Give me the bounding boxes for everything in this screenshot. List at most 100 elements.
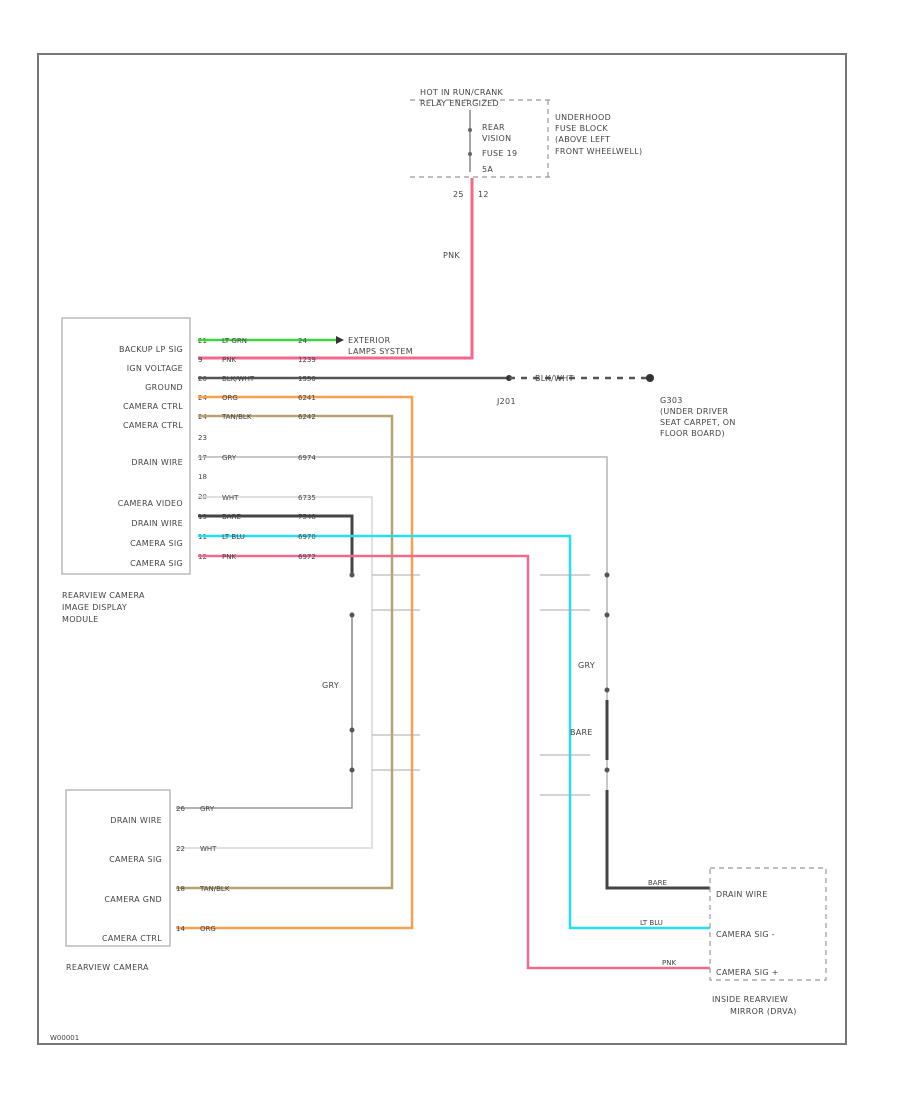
shield-label-gry2: GRY xyxy=(578,661,595,670)
shield-markings xyxy=(349,572,610,796)
shield-dot-7 xyxy=(604,687,610,693)
ground-splice-label: J201 xyxy=(496,397,516,406)
mirror-name-1: INSIDE REARVIEW xyxy=(712,995,788,1004)
module-name-2: IMAGE DISPLAY xyxy=(62,603,127,612)
module-wire-color-11: LT BLU xyxy=(222,533,245,541)
module-wire-circuit-4: 6241 xyxy=(298,394,316,402)
fuse-terminal-top xyxy=(468,128,472,132)
inside-rearview-mirror: INSIDE REARVIEW MIRROR (DRVA) DRAIN WIRE… xyxy=(640,867,827,1016)
shield-dot-3 xyxy=(349,727,355,733)
module-wire-color-7: GRY xyxy=(222,454,237,462)
shield-label-bare: BARE xyxy=(570,728,593,737)
module-pin-num-2: 9 xyxy=(198,356,202,364)
module-box xyxy=(61,317,191,575)
wire-mirror-drain xyxy=(605,790,710,890)
ground-location-2: SEAT CARPET, ON xyxy=(660,418,736,427)
camera-pin-label-4: CAMERA CTRL xyxy=(102,934,162,943)
fuse-terminal-bottom xyxy=(468,152,472,156)
mirror-pin-label-2: CAMERA SIG - xyxy=(716,930,775,939)
power-wire-color: PNK xyxy=(443,251,460,260)
mirror-box xyxy=(709,867,827,981)
module-wire-color-12: PNK xyxy=(222,553,236,561)
camera-wire-color-4: ORG xyxy=(200,925,216,933)
fuse-label-2: VISION xyxy=(482,134,511,143)
wire-drain-bare xyxy=(198,514,354,575)
module-wire-circuit-2: 1239 xyxy=(298,356,316,364)
module-wire-labels: LT GRN 24 PNK 1239 BLK/WHT 1550 ORG 6241… xyxy=(221,337,316,561)
underhood-fuse-block: HOT IN RUN/CRANK RELAY ENERGIZED REAR VI… xyxy=(410,88,642,199)
module-pin-num-8: 18 xyxy=(198,473,207,481)
module-pin-label-12: CAMERA SIG xyxy=(130,559,183,568)
image-display-module: REARVIEW CAMERA IMAGE DISPLAY MODULE BAC… xyxy=(61,317,191,624)
diagram-code: W00001 xyxy=(50,1034,79,1042)
module-pin-label-10: DRAIN WIRE xyxy=(131,519,183,528)
mirror-wire-color-2: LT BLU xyxy=(640,919,663,927)
wire-camera-sig-minus xyxy=(198,534,710,930)
rearview-camera: REARVIEW CAMERA DRAIN WIRE CAMERA SIG CA… xyxy=(65,789,230,972)
fuse-label-4: 5A xyxy=(482,165,493,174)
fuse-label-1: REAR xyxy=(482,123,505,132)
module-wire-color-9: WHT xyxy=(222,494,239,502)
camera-pin-num-4: 14 xyxy=(176,925,185,933)
camera-pin-label-3: CAMERA GND xyxy=(104,895,162,904)
wire-camera-sig-plus xyxy=(198,554,710,970)
shield-dot-4 xyxy=(349,767,355,773)
wire-camera-video xyxy=(176,496,373,849)
mirror-pin-label-1: DRAIN WIRE xyxy=(716,890,768,899)
shield-dot-8 xyxy=(604,767,610,773)
camera-pin-num-1: 26 xyxy=(176,805,185,813)
module-wire-circuit-9: 6735 xyxy=(298,494,316,502)
camera-pin-num-2: 22 xyxy=(176,845,185,853)
module-wire-circuit-10: 7548 xyxy=(298,513,316,521)
ground-wire-color: BLK/WHT xyxy=(535,374,574,383)
exterior-label-1: EXTERIOR xyxy=(348,336,391,345)
ground-point-icon xyxy=(646,374,654,382)
ground-location-3: FLOOR BOARD) xyxy=(660,429,725,438)
module-wire-circuit-5: 6242 xyxy=(298,413,316,421)
module-pin-num-7: 17 xyxy=(198,454,207,462)
camera-name: REARVIEW CAMERA xyxy=(66,963,149,972)
module-pin-num-6: 23 xyxy=(198,434,207,442)
wire-camera-ctrl xyxy=(176,395,414,930)
module-pin-label-4: CAMERA CTRL xyxy=(123,402,183,411)
wire-ign-voltage xyxy=(198,178,474,360)
mirror-wire-color-1: BARE xyxy=(648,879,667,887)
module-pin-label-2: IGN VOLTAGE xyxy=(127,364,183,373)
module-pin-label-11: CAMERA SIG xyxy=(130,539,183,548)
module-name-1: REARVIEW CAMERA xyxy=(62,591,145,600)
module-wire-color-4: ORG xyxy=(222,394,238,402)
camera-pin-label-2: CAMERA SIG xyxy=(109,855,162,864)
shield-dot-2 xyxy=(349,612,355,618)
mirror-name-2: MIRROR (DRVA) xyxy=(730,1007,797,1016)
shield-dot-5 xyxy=(604,572,610,578)
module-name-3: MODULE xyxy=(62,615,99,624)
module-wire-color-1: LT GRN xyxy=(222,337,247,345)
ground-location-1: (UNDER DRIVER xyxy=(660,407,728,416)
shield-label-gry: GRY xyxy=(322,681,339,690)
module-pin-label-1: BACKUP LP SIG xyxy=(119,345,183,354)
relay-label-1: HOT IN RUN/CRANK xyxy=(420,88,503,97)
module-wire-color-5: TAN/BLK xyxy=(221,413,252,421)
fuse-block-label-3: (ABOVE LEFT xyxy=(555,135,610,144)
module-wire-circuit-11: 6970 xyxy=(298,533,316,541)
camera-wire-color-3: TAN/BLK xyxy=(199,885,230,893)
camera-wire-color-1: GRY xyxy=(200,805,215,813)
mirror-pin-label-3: CAMERA SIG + xyxy=(716,968,779,977)
module-pin-label-9: CAMERA VIDEO xyxy=(118,499,183,508)
fuse-pin-right: 12 xyxy=(478,190,489,199)
diagram-frame xyxy=(37,53,847,1045)
camera-box xyxy=(65,789,171,947)
wire-camera-gnd xyxy=(176,414,394,890)
fuse-pin-left: 25 xyxy=(453,190,464,199)
mirror-wire-color-3: PNK xyxy=(662,959,676,967)
module-wire-color-3: BLK/WHT xyxy=(222,375,255,383)
wire-drain-to-camera xyxy=(176,770,353,809)
module-pin-label-3: GROUND xyxy=(145,383,183,392)
fuse-block-label-1: UNDERHOOD xyxy=(555,113,611,122)
module-wire-circuit-1: 24 xyxy=(298,337,307,345)
module-wire-circuit-12: 6972 xyxy=(298,553,316,561)
module-pin-numbers: 21 9 20 24 24 23 17 18 20 19 11 12 xyxy=(198,337,207,561)
module-wire-circuit-3: 1550 xyxy=(298,375,316,383)
fuse-block-label-2: FUSE BLOCK xyxy=(555,124,608,133)
